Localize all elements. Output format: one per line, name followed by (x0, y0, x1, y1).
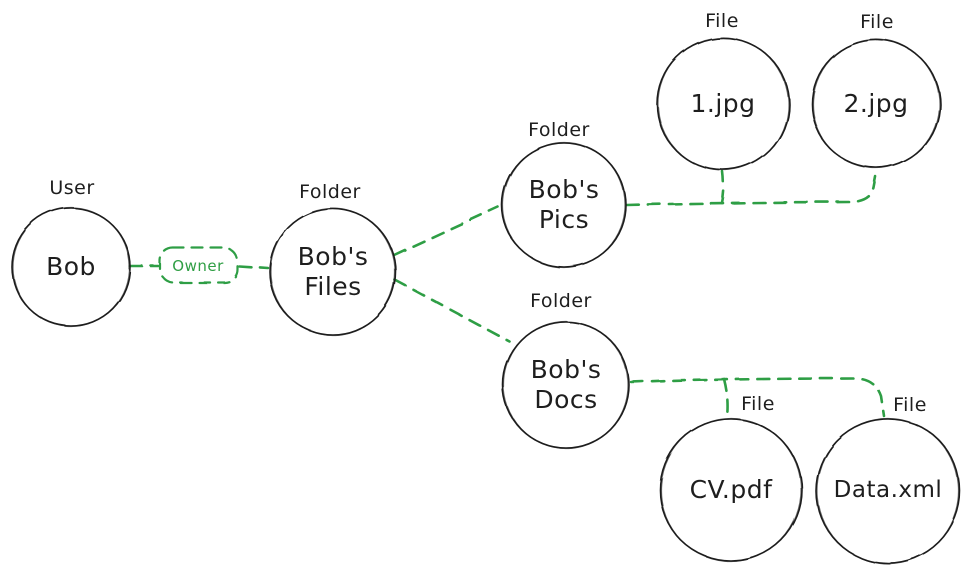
node-label-1jpg: 1.jpg (690, 89, 756, 118)
edge-label-owner: Owner (172, 257, 224, 275)
edge-docs-to-dataxml (629, 376, 886, 418)
node-label-dataxml: Data.xml (833, 477, 943, 504)
node-label-cvpdf: CV.pdf (689, 475, 773, 504)
node-circle-bobs-docs (502, 320, 630, 450)
edge-files-to-pics (392, 205, 500, 257)
node-circle-bob (11, 206, 131, 328)
node-circle-2jpg (811, 38, 941, 170)
node-circle-bobs-pics (501, 141, 627, 269)
node-label-bobs-files: Bob's Files (297, 242, 369, 301)
type-label-file-1jpg: File (705, 10, 739, 32)
node-label-bobs-pics: Bob's Pics (528, 175, 600, 234)
type-label-folder-pics: Folder (528, 119, 590, 141)
type-label-file-cvpdf: File (741, 393, 775, 415)
type-label-folder-files: Folder (299, 181, 361, 203)
edge-files-to-docs (393, 278, 511, 343)
node-label-bob: Bob (46, 252, 96, 281)
type-label-folder-docs: Folder (530, 290, 592, 312)
node-label-2jpg: 2.jpg (843, 89, 909, 118)
edge-pics-to-1jpg (720, 170, 726, 205)
edge-owner-to-files (237, 264, 270, 270)
node-circle-bobs-files (269, 207, 397, 337)
edge-docs-to-cvpdf (722, 377, 729, 419)
node-label-bobs-docs: Bob's Docs (530, 355, 602, 414)
node-circle-cvpdf (659, 417, 803, 563)
node-circle-dataxml (815, 417, 961, 565)
node-circle-1jpg (656, 36, 790, 172)
type-label-file-2jpg: File (860, 11, 894, 33)
owner-label-box (158, 246, 239, 284)
type-label-file-dataxml: File (893, 394, 927, 416)
edge-pics-to-2jpg (625, 170, 879, 207)
type-label-user: User (49, 177, 95, 199)
